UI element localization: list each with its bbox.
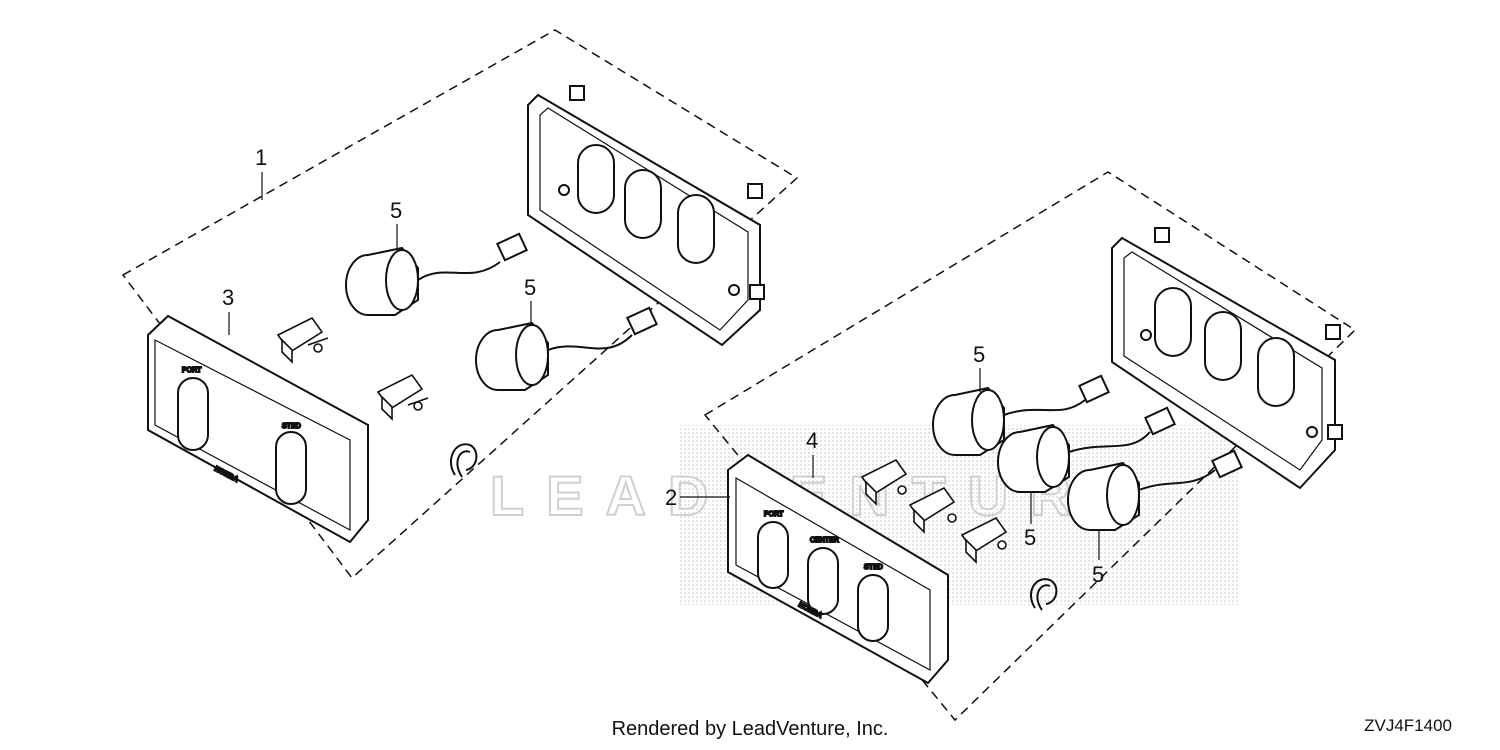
callout-1: 1	[255, 145, 267, 170]
connector-5e	[1067, 449, 1244, 531]
label-port-kit2: PORT	[764, 511, 784, 518]
clip-e	[960, 516, 1008, 564]
mounting-plate-3-hole-kit2	[1111, 227, 1343, 490]
label-port: PORT	[182, 367, 202, 374]
clip-a	[276, 316, 329, 364]
connector-5b	[475, 306, 659, 391]
callout-5b: 5	[524, 275, 536, 300]
connector-5c	[932, 374, 1111, 456]
cover-panel-2-hole: PORT STBD HONDA	[147, 314, 369, 544]
mounting-plate-3-hole	[527, 85, 765, 347]
callout-5c: 5	[973, 342, 985, 367]
clip-d	[908, 486, 957, 534]
connector-5d	[997, 406, 1177, 493]
cable-tie-1	[450, 443, 478, 478]
label-center-kit2: CENTER	[810, 537, 839, 544]
label-stbd: STBD	[282, 423, 301, 430]
callout-3: 3	[222, 285, 234, 310]
cover-panel-3-hole: PORT CENTER STBD HONDA	[727, 453, 949, 685]
connector-5a	[345, 232, 529, 316]
callout-5e: 5	[1092, 562, 1104, 587]
clip-c	[860, 458, 908, 506]
callout-2: 2	[665, 485, 677, 510]
label-stbd-kit2: STBD	[864, 564, 883, 571]
callout-4: 4	[806, 428, 818, 453]
diagram-code: ZVJ4F1400	[1364, 716, 1452, 735]
cable-tie-2	[1030, 578, 1058, 611]
callout-5d: 5	[1024, 525, 1036, 550]
clip-b	[376, 373, 429, 421]
callout-5a: 5	[390, 198, 402, 223]
render-credit: Rendered by LeadVenture, Inc.	[611, 718, 889, 740]
